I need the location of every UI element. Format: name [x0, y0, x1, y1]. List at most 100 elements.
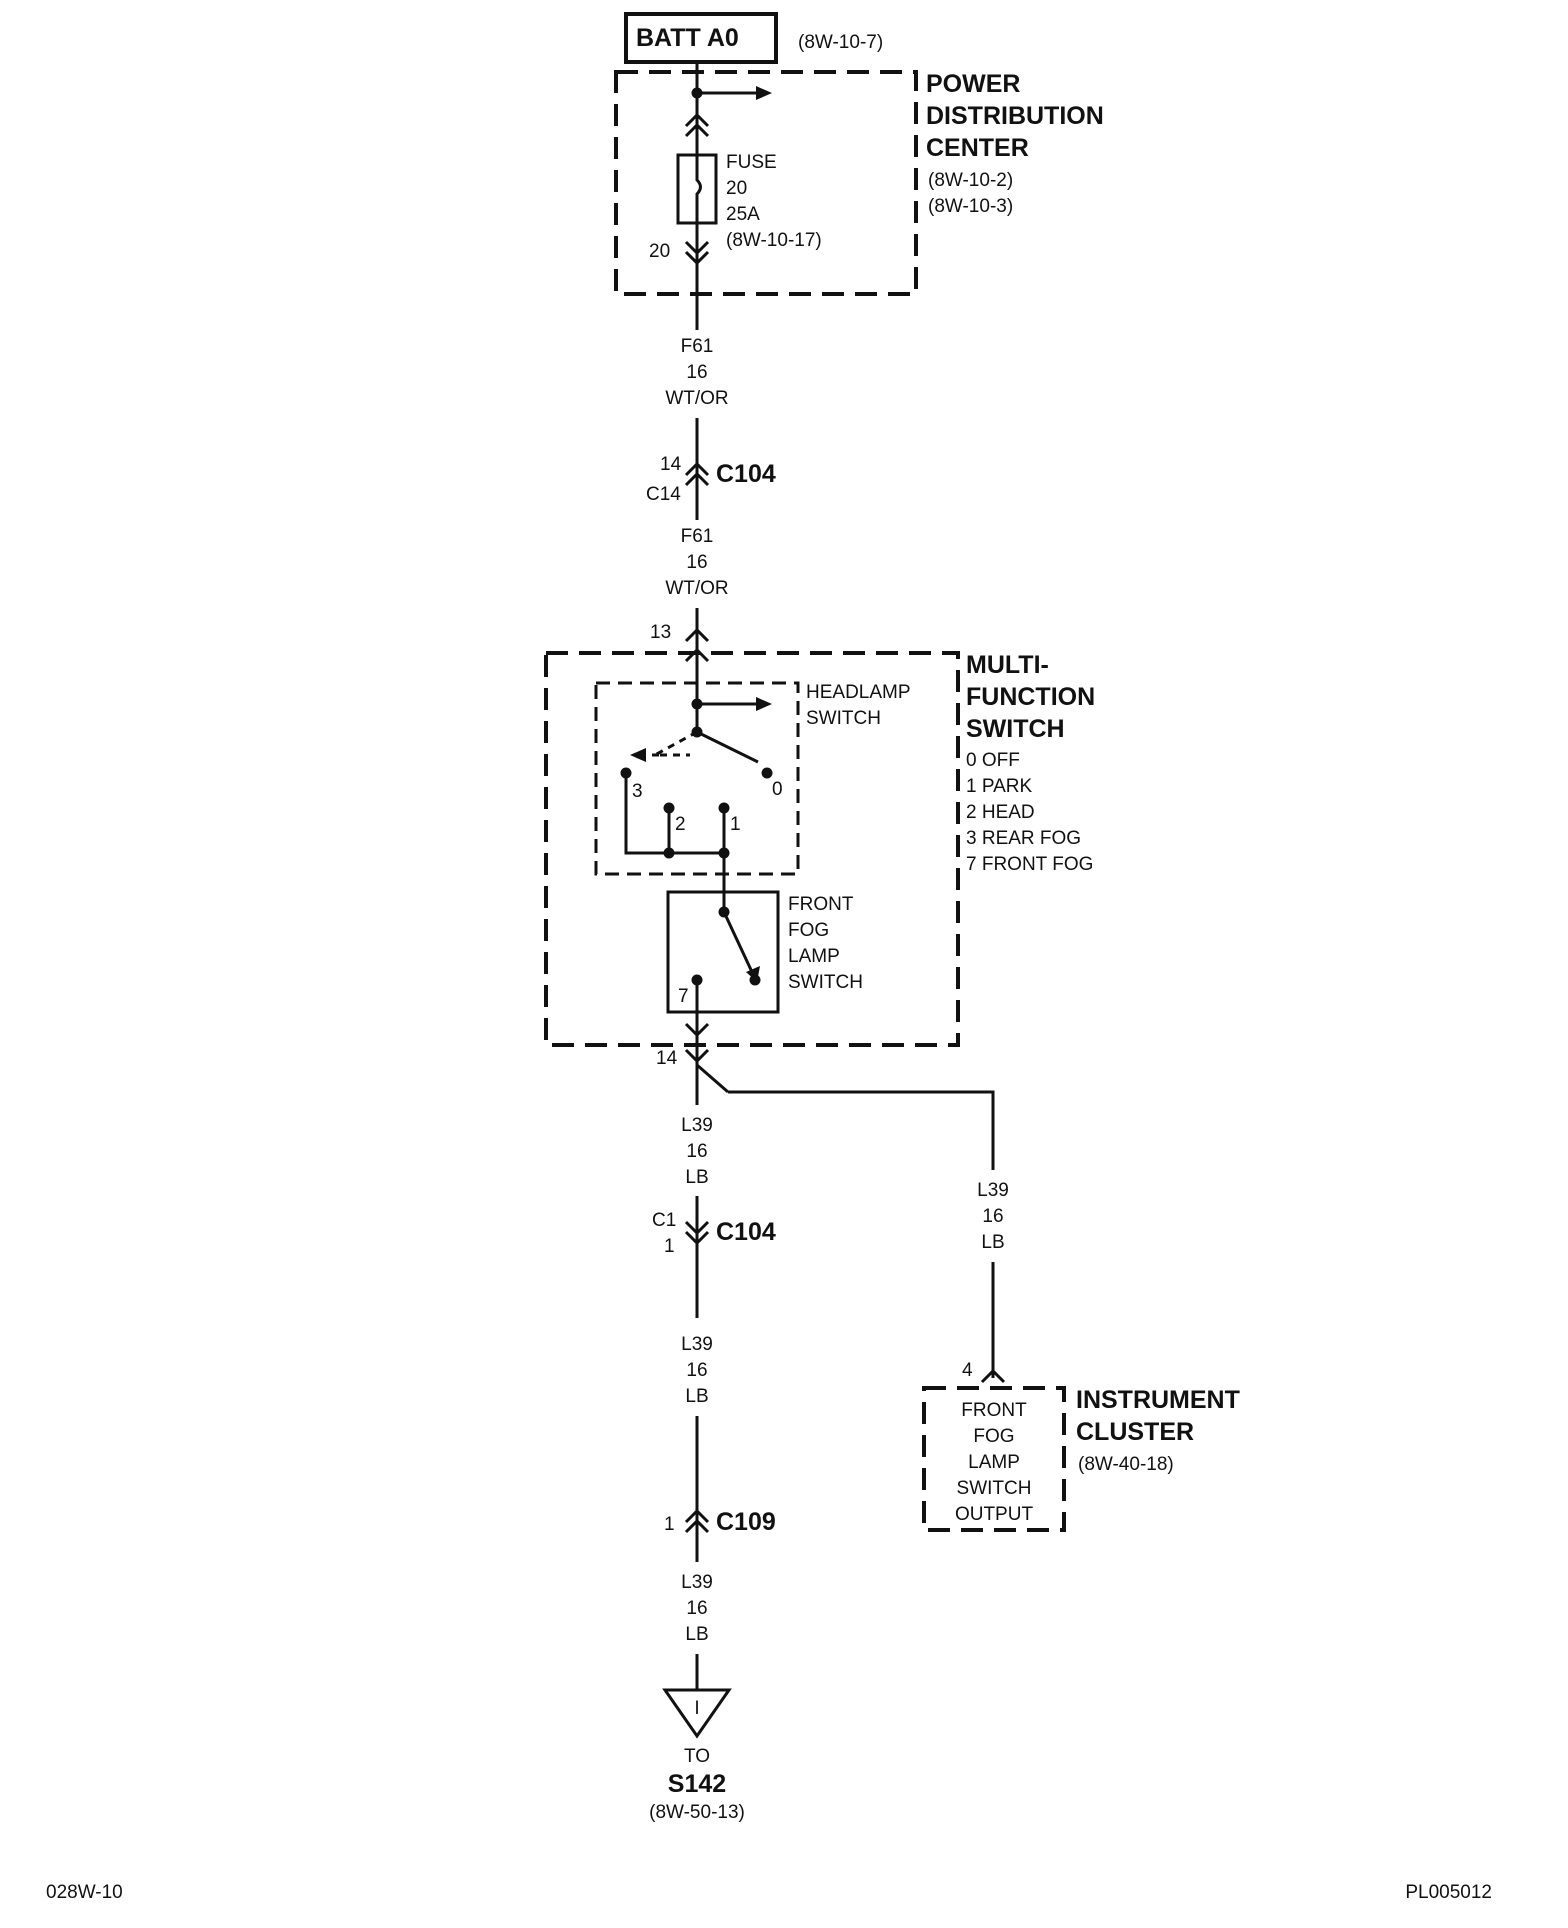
footer-page-code: 028W-10: [46, 1882, 123, 1903]
fog-switch-box: [666, 890, 780, 1014]
splice-ref: (8W-50-13): [649, 1802, 745, 1823]
wire3-gauge: 16: [686, 1141, 707, 1162]
batt-ref: (8W-10-7): [798, 32, 883, 53]
arrow-left-icon: [630, 748, 646, 762]
wire-branch-splice: [696, 1063, 729, 1094]
wire4-gauge: 16: [686, 1360, 707, 1381]
wire-contacts-bus: [624, 773, 726, 855]
cluster-pin: 4: [962, 1360, 973, 1381]
pdc-name-1: POWER: [926, 70, 1020, 98]
connector-up-icon: [684, 647, 710, 663]
cluster-inner-2: FOG: [973, 1426, 1014, 1447]
headlamp-pos-2: 2: [675, 814, 686, 835]
headlamp-switch-box: [594, 681, 800, 876]
fuse-rating: 25A: [726, 204, 760, 225]
connector-down-icon: [684, 1220, 710, 1236]
connector-down-icon: [684, 1230, 710, 1246]
splice-name: S142: [668, 1770, 726, 1798]
connector-up-icon: [684, 1508, 710, 1524]
c104-bot-name: C104: [716, 1218, 776, 1246]
mfs-name-1: MULTI-: [966, 651, 1049, 679]
pdc-name-3: CENTER: [926, 134, 1029, 162]
c104-top-pin-a: 14: [660, 454, 682, 475]
cluster-box: [922, 1386, 1066, 1532]
fog-contact: [749, 974, 761, 986]
c104-bot-pin-a: C1: [652, 1210, 676, 1231]
wire2-color: WT/OR: [665, 578, 728, 599]
wire5-gauge: 16: [686, 1598, 707, 1619]
fuse-ref: (8W-10-17): [726, 230, 822, 251]
footer-plate-code: PL005012: [1405, 1882, 1492, 1903]
mfs-pin-out: 14: [656, 1048, 678, 1069]
mfs-pos-park: 1 PARK: [966, 776, 1033, 797]
fog-pos-7: 7: [678, 986, 689, 1007]
ganged-link: [654, 730, 698, 757]
c109-name: C109: [716, 1508, 776, 1536]
splice-to: TO: [684, 1746, 710, 1767]
connector-up-icon: [684, 1518, 710, 1534]
connector-up-icon: [980, 1368, 1006, 1384]
cluster-ref: (8W-40-18): [1078, 1454, 1174, 1475]
connector-down-icon: [684, 1022, 710, 1038]
batt-box: [624, 12, 778, 64]
mfs-pos-front-fog: 7 FRONT FOG: [966, 854, 1093, 875]
connector-up-icon: [684, 627, 710, 643]
pdc-ref-1: (8W-10-2): [928, 170, 1013, 191]
wire1-gauge: 16: [686, 362, 707, 383]
fuse-element-icon: [695, 155, 702, 223]
wire2-gauge: 16: [686, 552, 707, 573]
wire3-color: LB: [685, 1167, 708, 1188]
fuse-label: FUSE: [726, 152, 777, 173]
connector-up-icon: [684, 461, 710, 477]
mfs-name-3: SWITCH: [966, 715, 1065, 743]
headlamp-pos-3: 3: [632, 781, 643, 802]
fog-switch-label-4: SWITCH: [788, 972, 863, 993]
splice-triangle-icon: [662, 1688, 732, 1739]
mfs-pos-rear-fog: 3 REAR FOG: [966, 828, 1081, 849]
mfs-box: [544, 651, 960, 1047]
cluster-inner-5: OUTPUT: [955, 1504, 1034, 1525]
c109-pin: 1: [664, 1514, 675, 1535]
splice-symbol: I: [694, 1698, 699, 1719]
contact-0: [761, 767, 773, 779]
fog-switch-label-3: LAMP: [788, 946, 840, 967]
connector-down-icon: [684, 240, 710, 256]
fuse-number: 20: [726, 178, 747, 199]
connector-down-icon: [684, 250, 710, 266]
wire1-color: WT/OR: [665, 388, 728, 409]
wire2-circuit: F61: [681, 526, 714, 547]
batt-label: BATT A0: [636, 24, 739, 52]
pdc-box: [614, 70, 918, 296]
branch-wire-color: LB: [981, 1232, 1004, 1253]
wire-branch-cluster: [728, 1090, 995, 1170]
headlamp-switch-blade: [696, 730, 759, 764]
mfs-name-2: FUNCTION: [966, 683, 1095, 711]
connector-up-icon: [684, 471, 710, 487]
arrow-right-icon: [756, 86, 772, 100]
cluster-name-1: INSTRUMENT: [1076, 1386, 1240, 1414]
wire5-circuit: L39: [681, 1572, 713, 1593]
connector-up-icon: [684, 122, 710, 138]
headlamp-pos-0: 0: [772, 779, 783, 800]
cluster-name-2: CLUSTER: [1076, 1418, 1194, 1446]
connector-up-icon: [684, 112, 710, 128]
cluster-inner-3: LAMP: [968, 1452, 1020, 1473]
wire4-circuit: L39: [681, 1334, 713, 1355]
arrow-right-icon: [756, 697, 772, 711]
fog-switch-label-1: FRONT: [788, 894, 854, 915]
cluster-inner-4: SWITCH: [957, 1478, 1032, 1499]
wire1-circuit: F61: [681, 336, 714, 357]
junction-dot: [663, 847, 675, 859]
headlamp-switch-label-2: SWITCH: [806, 708, 881, 729]
wire5-color: LB: [685, 1624, 708, 1645]
fog-switch-label-2: FOG: [788, 920, 829, 941]
wire3-circuit: L39: [681, 1115, 713, 1136]
branch-wire-gauge: 16: [982, 1206, 1003, 1227]
pdc-name-2: DISTRIBUTION: [926, 102, 1104, 130]
headlamp-pos-1: 1: [730, 814, 741, 835]
headlamp-switch-label-1: HEADLAMP: [806, 682, 911, 703]
fog-switch-blade: [722, 911, 754, 973]
fuse-pin: 20: [649, 241, 670, 262]
mfs-pos-off: 0 OFF: [966, 750, 1020, 771]
